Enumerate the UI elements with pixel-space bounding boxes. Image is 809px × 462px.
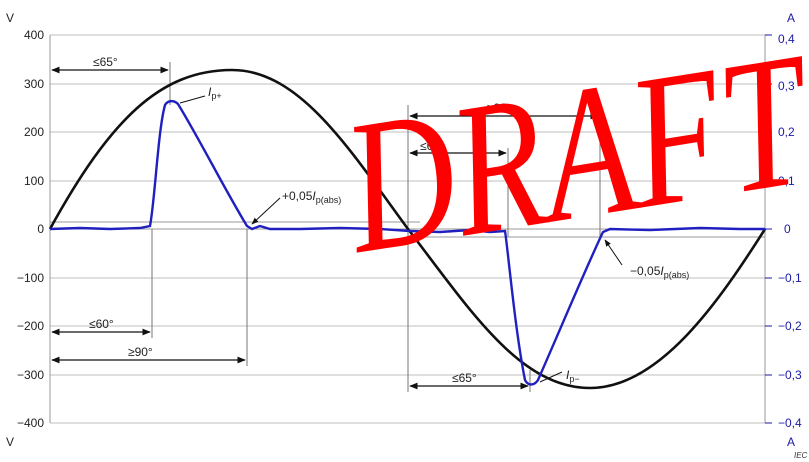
right-tick: 0,4: [778, 32, 795, 46]
right-tick: −0,1: [778, 271, 802, 285]
annotations: ≤65° ≤60° ≥90° ≥90 ≤60 ≤65° Ip+ Ip− +0,0…: [89, 55, 689, 385]
label-negative-threshold: −0,05Ip(abs): [630, 264, 689, 280]
right-tick: −0,4: [778, 416, 802, 430]
right-tick: 0,2: [778, 125, 795, 139]
dimension-guides: [151, 62, 601, 392]
right-axis-unit-top: A: [787, 11, 795, 25]
left-tick: 0: [37, 222, 44, 236]
left-tick: 100: [24, 174, 44, 188]
current-waveform: [49, 99, 765, 386]
left-axis-unit-top: V: [6, 11, 14, 25]
left-tick: 300: [24, 77, 44, 91]
label-ip-plus: Ip+: [208, 85, 222, 101]
right-axis: A 0,4 0,3 0,2 0,1 0 −0,1 −0,2 −0,3 −0,4 …: [765, 11, 808, 460]
draft-watermark: DRAFT: [330, 13, 809, 294]
threshold-lines: [50, 221, 765, 238]
right-tick: 0,1: [778, 174, 795, 188]
left-tick: 200: [24, 125, 44, 139]
left-axis-unit-bottom: V: [6, 435, 14, 449]
dim-label-le65-bottom: ≤65°: [452, 371, 477, 385]
dim-label-ge90-right: ≥90: [487, 101, 507, 115]
dimension-arrows: [51, 66, 599, 390]
voltage-waveform: [48, 68, 767, 390]
label-ip-minus: Ip−: [566, 368, 580, 384]
right-tick: 0,3: [778, 79, 795, 93]
left-tick: 400: [24, 28, 44, 42]
left-tick: −300: [17, 368, 44, 382]
source-mark: IEC: [794, 451, 808, 460]
leaders: [179, 95, 623, 383]
left-tick: −200: [17, 319, 44, 333]
left-axis: V 400 300 200 100 0 −100 −200 −300 −400 …: [6, 11, 44, 449]
dim-label-le60-right: ≤60: [420, 139, 440, 153]
right-tick: 0: [784, 222, 791, 236]
right-tick: −0,2: [778, 319, 802, 333]
right-tick: −0,3: [778, 368, 802, 382]
dim-label-le60-left: ≤60°: [89, 317, 114, 331]
right-axis-unit-bottom: A: [787, 435, 795, 449]
left-tick: −400: [17, 416, 44, 430]
left-tick: −100: [17, 271, 44, 285]
dim-label-le65-top: ≤65°: [93, 55, 118, 69]
label-positive-threshold: +0,05Ip(abs): [282, 189, 341, 205]
dim-label-ge90-left: ≥90°: [128, 345, 153, 359]
